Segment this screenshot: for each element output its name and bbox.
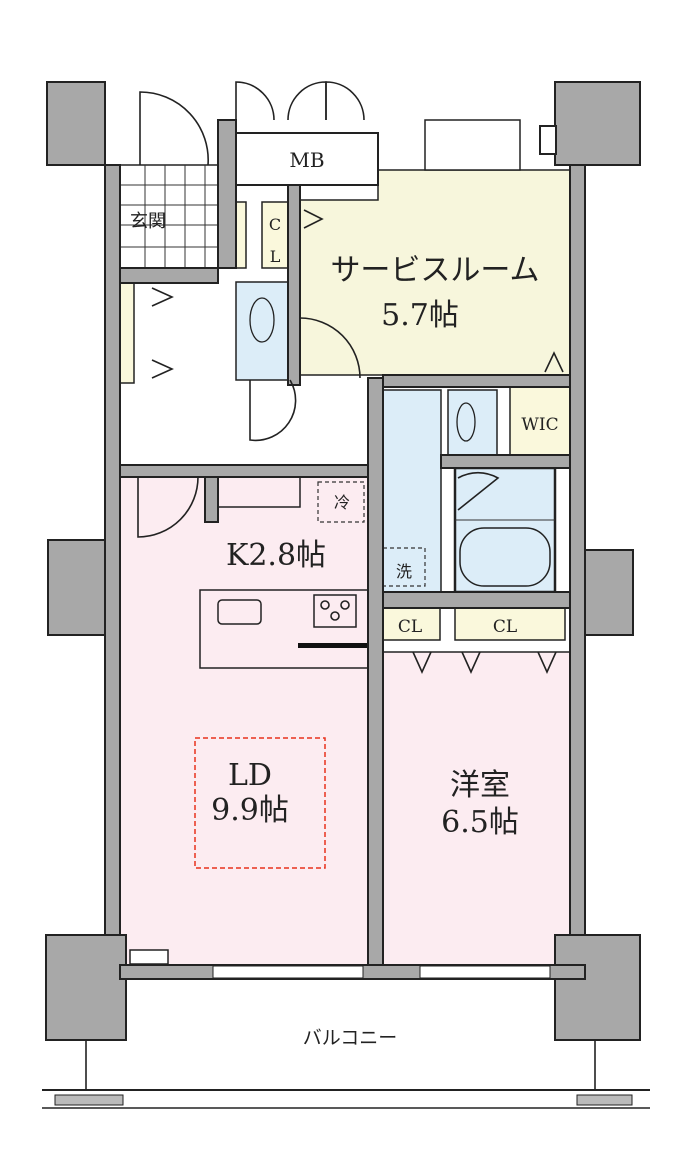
wic-label: WIC [521, 415, 558, 435]
meter-box [235, 132, 379, 186]
western-room-size: 6.5帖 [441, 805, 519, 840]
door-swings [137, 81, 500, 538]
closet-1-label: CL [398, 617, 422, 637]
kitchen-sink-icon [217, 599, 262, 625]
closet-small [261, 201, 289, 269]
ld-size: 9.9帖 [211, 793, 289, 828]
sink-icon [456, 402, 476, 442]
walls [45, 81, 641, 1041]
ld-dashed-marker [194, 737, 326, 869]
fridge-space [317, 481, 365, 523]
western-room-name: 洋室 [450, 768, 510, 803]
ld-k-area [119, 476, 369, 968]
closet-small-label-c: C [269, 215, 281, 234]
balcony-rail [42, 1040, 650, 1109]
closet-small-label-l: L [270, 247, 281, 266]
closet-door-markers [151, 209, 564, 674]
bathtub-icon [459, 527, 551, 587]
service-room-size: 5.7帖 [381, 298, 459, 333]
closet-2-label: CL [493, 617, 517, 637]
entrance-tile-area [119, 164, 219, 269]
entrance-tiles [120, 165, 218, 268]
hall-storage [119, 282, 135, 384]
shoe-cabinet [235, 201, 247, 269]
kitchen-label: K2.8帖 [226, 538, 326, 573]
entrance-label: 玄関 [130, 211, 166, 232]
toilet-icon [249, 297, 275, 343]
balcony-label: バルコニー [303, 1027, 398, 1049]
vanity [447, 389, 498, 456]
washer-label: 洗 [396, 562, 412, 581]
ld-name: LD [228, 758, 272, 793]
stove-icon [313, 594, 357, 628]
meter-box-label: MB [289, 148, 324, 172]
fridge-label: 冷 [334, 493, 350, 512]
service-room-name: サービスルーム [330, 253, 539, 288]
